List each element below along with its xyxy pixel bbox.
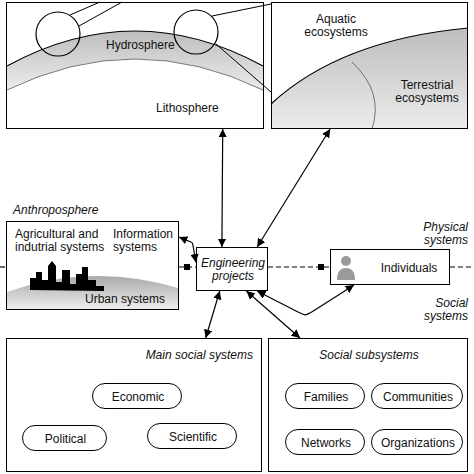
magnifier-circle: [174, 10, 218, 54]
magnifier-line: [79, 2, 122, 26]
actor-box: Individuals: [330, 249, 450, 285]
node-text: Terrestrial ecosystems: [390, 79, 464, 105]
double-arrow: [246, 291, 300, 338]
rounded-box: Families: [285, 383, 365, 409]
node-label: Political: [23, 426, 108, 452]
sphere-panel: Aquatic ecosystemsTerrestrial ecosystems: [271, 2, 468, 129]
node-label: Communities: [372, 384, 464, 410]
node-label: Organizations: [372, 430, 464, 456]
globe-inner-arc: [7, 59, 263, 90]
rounded-box: Economic: [92, 383, 182, 409]
process-box: Engineering projects: [196, 247, 268, 291]
double-arrow: [206, 291, 220, 338]
rounded-box: Organizations: [371, 429, 463, 455]
magnifier-line: [70, 2, 100, 15]
node-label: Social subsystems: [294, 349, 444, 362]
anthroposphere-panel: AnthroposphereAgricultural and indutrial…: [6, 221, 179, 310]
rounded-box: Scientific: [147, 423, 237, 449]
node-label: Main social systems: [103, 349, 253, 362]
node-text: Information systems: [113, 228, 178, 254]
rounded-box: Political: [22, 425, 107, 451]
node-label: Individuals: [371, 250, 447, 286]
double-arrow: [221, 129, 223, 247]
double-arrow: [257, 285, 354, 315]
ecosystem-ground: [271, 28, 468, 129]
node-text: Urban systems: [85, 293, 177, 306]
region-label: Physical systems: [388, 221, 468, 247]
node-label: Scientific: [148, 424, 238, 450]
node-label: Aquatic ecosystems: [294, 13, 378, 39]
divider-square: [184, 264, 190, 270]
node-text: Agricultural and indutrial systems: [15, 228, 115, 254]
globe-arc: [7, 31, 263, 66]
node-text: Lithosphere: [156, 102, 236, 115]
region-label: Social systems: [388, 297, 468, 323]
ecosystem-divider: [352, 62, 375, 129]
node-label: Anthroposphere: [13, 204, 133, 217]
rounded-box: Communities: [371, 383, 463, 409]
sphere-panel: HydrosphereLithosphere: [6, 2, 264, 129]
double-arrow: [257, 129, 330, 247]
divider-square: [318, 264, 324, 270]
person-body: [337, 268, 355, 280]
city-skyline: [30, 261, 104, 291]
node-label: Networks: [286, 430, 366, 456]
magnifier-line: [216, 44, 271, 92]
ecosystem-arc: [271, 28, 468, 104]
magnifier-line: [212, 4, 271, 16]
rounded-box: Networks: [285, 429, 365, 455]
double-arrow: [179, 237, 196, 262]
group-panel: Main social systemsEconomicPolitical Scie…: [6, 338, 262, 472]
group-panel: Social subsystemsFamilies CommunitiesNetw…: [268, 338, 468, 472]
divider-line: [450, 266, 474, 267]
node-label: Families: [286, 384, 366, 410]
node-label: Hydrosphere: [106, 39, 186, 52]
magnifier-circle: [36, 12, 80, 56]
node-label: Engineering projects: [197, 248, 269, 292]
person-head: [341, 256, 351, 266]
globe-band: [7, 31, 263, 90]
node-label: Economic: [93, 384, 183, 410]
